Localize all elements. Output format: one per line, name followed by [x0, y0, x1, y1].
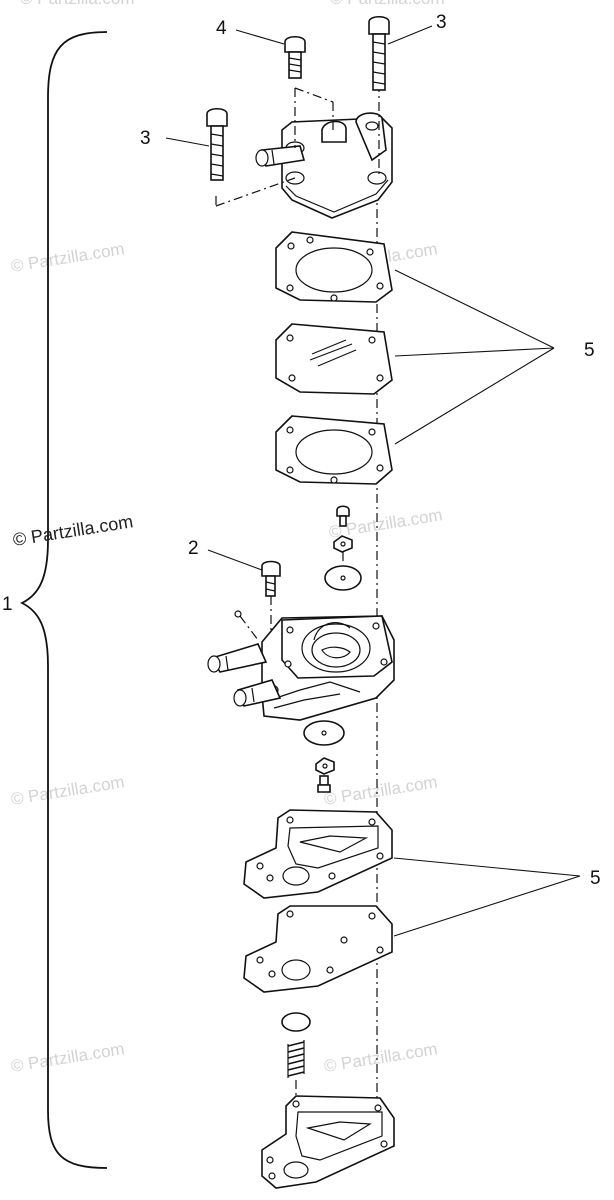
watermark: © Partzilla.com: [10, 239, 126, 276]
watermark: © Partzilla.com: [20, 0, 135, 8]
screw-3-left: [206, 107, 228, 181]
callout-1: 1: [2, 594, 13, 615]
callout-5: 5: [584, 340, 595, 361]
lower-gasket-1: [243, 809, 393, 899]
valve-screw-lower: [317, 775, 331, 793]
upper-gasket-1: [275, 231, 393, 303]
callout-3: 3: [140, 128, 151, 149]
spring: [287, 1040, 305, 1078]
watermark: © Partzilla.com: [10, 772, 126, 809]
callout-5: 5: [590, 868, 601, 889]
spring-cap: [281, 1012, 311, 1032]
top-cover: [215, 64, 393, 219]
callout-4: 4: [216, 18, 227, 39]
watermark: © Partzilla.com: [323, 772, 439, 809]
callout-2: 2: [188, 538, 199, 559]
watermark-dark: © Partzilla.com: [11, 511, 134, 550]
screw-3-long: [368, 15, 390, 91]
upper-diaphragm: [275, 323, 393, 395]
valve-screw-upper: [336, 505, 350, 527]
lower-gasket-2: [243, 905, 393, 993]
upper-gasket-2: [275, 415, 393, 485]
watermark: © Partzilla.com: [323, 1039, 439, 1076]
screw-4: [284, 35, 306, 79]
base-plate: [261, 1095, 395, 1189]
pump-body: [207, 610, 395, 721]
callout-3: 3: [436, 12, 447, 33]
watermark: © Partzilla.com: [10, 1039, 126, 1076]
watermark: © Partzilla.com: [330, 0, 445, 8]
leader-lines: [165, 25, 581, 937]
assembly-brace: [19, 31, 108, 1169]
